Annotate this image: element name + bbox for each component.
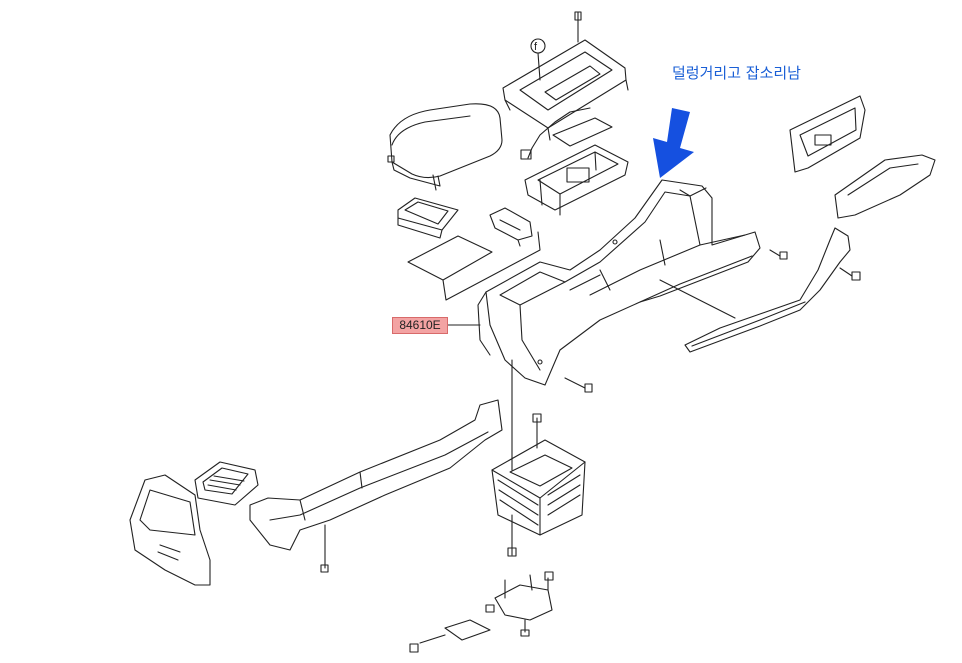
callout-arrow-icon [653,108,694,178]
ref-letter-f: f [534,41,538,53]
air-duct-part [249,399,503,573]
retainer-clip-part [409,619,491,653]
console-bracket-small-part [489,207,533,247]
side-cover-part [834,154,936,219]
lower-bracket-part [485,571,554,637]
wiring-harness-part [520,107,613,160]
rear-bezel-part [789,95,866,173]
cup-holder-insert-part [524,144,629,216]
storage-bin-part [491,413,586,536]
leader-lines [447,324,517,557]
console-screw [564,377,593,393]
side-trim-panel-part [659,227,861,353]
console-mat-part [407,231,541,301]
storage-tray-part [397,197,459,239]
center-console-body-part [477,179,761,386]
part-number-tag[interactable]: 84610E [392,317,448,334]
rear-air-vent-part [194,461,259,506]
callout-annotation-text: 덜렁거리고 잡소리남 [672,64,801,82]
armrest-lid-part [387,103,503,191]
shift-bezel-part [502,11,629,141]
rear-lower-panel-part [129,474,211,586]
